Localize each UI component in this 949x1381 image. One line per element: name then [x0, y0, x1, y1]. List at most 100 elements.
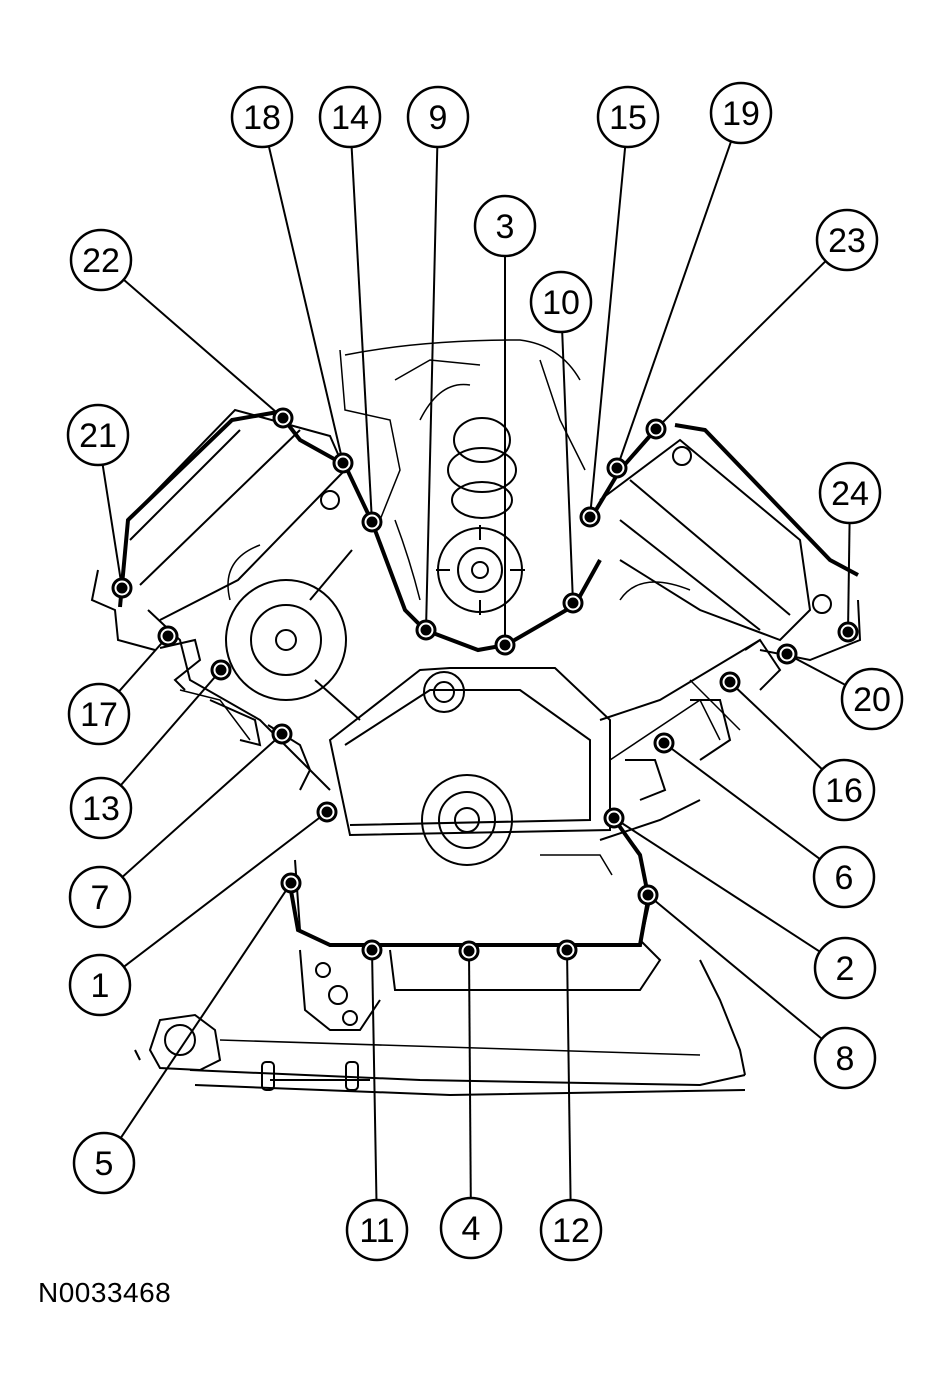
callout-6: 6	[812, 845, 876, 909]
leader-line-16	[729, 681, 823, 771]
callout-12: 12	[539, 1198, 603, 1262]
callout-number: 15	[609, 99, 647, 137]
callout-7: 7	[68, 865, 132, 929]
bolt-15	[579, 506, 601, 528]
bolt-3	[494, 634, 516, 656]
leader-line-6	[663, 742, 821, 860]
callout-22: 22	[69, 228, 133, 292]
callout-number: 13	[82, 790, 120, 828]
engine-line-art	[90, 339, 862, 1097]
bolt-20	[776, 643, 798, 665]
callout-number: 20	[853, 681, 891, 719]
leader-line-23	[655, 260, 827, 430]
callout-1: 1	[68, 953, 132, 1017]
leader-line-20	[786, 653, 846, 686]
callout-number: 8	[836, 1040, 855, 1078]
bolt-12	[556, 939, 578, 961]
callout-number: 24	[831, 475, 869, 513]
callout-circle	[68, 865, 132, 929]
callout-10: 10	[529, 270, 593, 334]
callout-3: 3	[473, 194, 537, 258]
bolts	[111, 407, 859, 962]
callout-circle	[813, 936, 877, 1000]
callout-circle	[539, 1198, 603, 1262]
callout-circle	[818, 461, 882, 525]
callout-15: 15	[596, 85, 660, 149]
callout-circle	[815, 208, 879, 272]
callout-number: 5	[95, 1145, 114, 1183]
callout-number: 3	[496, 208, 515, 246]
callout-circle	[69, 228, 133, 292]
leader-line-10	[561, 331, 574, 604]
leader-line-9	[425, 146, 439, 631]
callout-circle	[812, 758, 876, 822]
figure-id: N0033468	[38, 1277, 172, 1308]
callout-number: 9	[429, 99, 448, 137]
leader-line-17	[118, 635, 169, 693]
callout-circle	[230, 85, 294, 149]
bolt-21	[111, 577, 133, 599]
leader-line-4	[468, 950, 472, 1199]
callout-number: 12	[552, 1212, 590, 1250]
callout-circle	[709, 81, 773, 145]
callout-number: 11	[359, 1212, 394, 1250]
callout-4: 4	[439, 1196, 503, 1260]
bolt-23	[645, 418, 667, 440]
bolt-11	[361, 939, 383, 961]
bolt-6	[653, 732, 675, 754]
bolt-22	[272, 407, 294, 429]
leader-lines	[101, 140, 851, 1201]
left-pulley	[225, 579, 347, 701]
callout-circle	[840, 667, 904, 731]
leader-line-24	[847, 522, 851, 633]
leader-line-15	[589, 146, 627, 518]
callout-circle	[813, 1026, 877, 1090]
callout-number: 22	[82, 242, 120, 280]
leader-line-2	[613, 817, 821, 953]
callout-number: 17	[80, 696, 118, 734]
callout-number: 14	[331, 99, 369, 137]
callout-number: 21	[79, 417, 117, 455]
leader-line-18	[267, 145, 344, 464]
callout-5: 5	[72, 1131, 136, 1195]
callout-circle	[812, 845, 876, 909]
callout-circle	[596, 85, 660, 149]
callout-number: 18	[243, 99, 281, 137]
leader-line-13	[119, 669, 222, 787]
callout-number: 1	[91, 967, 110, 1005]
water-pump-pulley	[437, 527, 523, 613]
bolt-5	[280, 872, 302, 894]
callout-16: 16	[812, 758, 876, 822]
bolt-4	[458, 940, 480, 962]
callout-circle	[345, 1198, 409, 1262]
leader-line-11	[371, 949, 378, 1201]
callout-number: 7	[91, 879, 110, 917]
leader-line-1	[123, 811, 328, 968]
callout-18: 18	[230, 85, 294, 149]
callout-number: 4	[462, 1210, 481, 1248]
callout-circle	[72, 1131, 136, 1195]
callout-11: 11	[345, 1198, 409, 1262]
callout-9: 9	[406, 85, 470, 149]
leader-line-7	[121, 733, 283, 878]
callout-17: 17	[67, 682, 131, 746]
leader-line-22	[122, 278, 284, 419]
left-valve-cover-edge	[118, 410, 279, 608]
callout-number: 16	[825, 772, 863, 810]
callout-number: 10	[542, 284, 580, 322]
callout-circle	[318, 85, 382, 149]
bolt-1	[316, 801, 338, 823]
callout-14: 14	[318, 85, 382, 149]
callout-circle	[529, 270, 593, 334]
leader-line-21	[101, 464, 123, 589]
bolt-2	[603, 807, 625, 829]
bolt-24	[837, 621, 859, 643]
bolt-14	[361, 511, 383, 533]
right-valve-cover-edge	[674, 423, 859, 577]
callout-number: 19	[722, 95, 760, 133]
leader-line-8	[647, 894, 823, 1040]
callout-circle	[69, 776, 133, 840]
callout-13: 13	[69, 776, 133, 840]
callout-19: 19	[709, 81, 773, 145]
